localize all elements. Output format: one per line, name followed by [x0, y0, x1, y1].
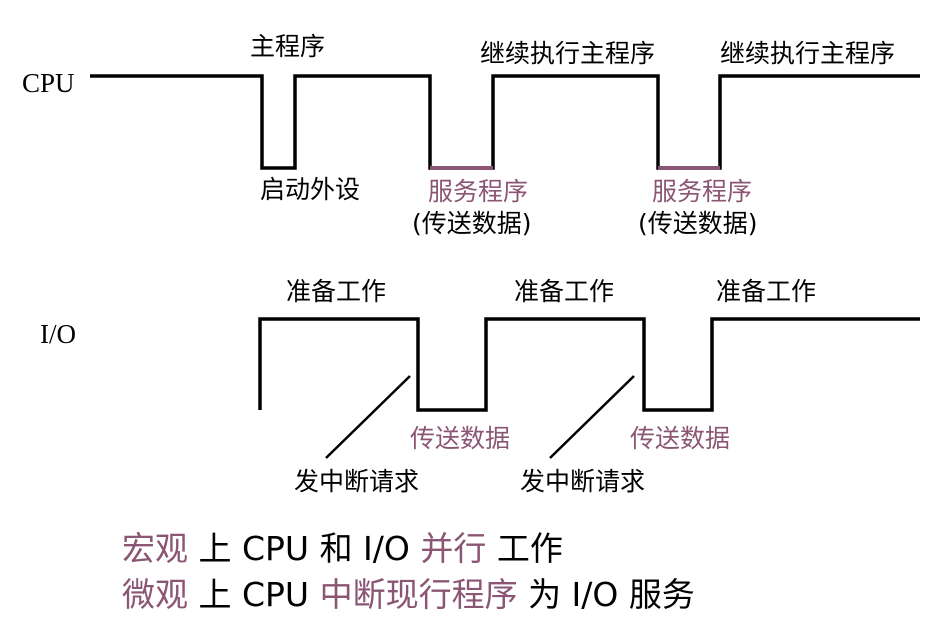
io-interrupt-label-2: 发中断请求 — [520, 467, 645, 496]
cpu-main-program-label: 主程序 — [250, 32, 325, 61]
summary-line-2: 微观 上 CPU 中断现行程序 为 I/O 服务 — [122, 575, 695, 614]
summary-line-1-part-3: 并行 — [420, 529, 486, 568]
interrupt-pointer-2 — [549, 375, 635, 459]
cpu-start-device-label: 启动外设 — [260, 175, 360, 204]
cpu-service-sub-label-1: (传送数据) — [412, 209, 532, 238]
summary-line-2-part-1: 微观 — [122, 575, 188, 614]
io-row-label: I/O — [40, 319, 76, 349]
cpu-row-label: CPU — [22, 68, 75, 98]
io-prepare-label-3: 准备工作 — [716, 277, 816, 306]
io-interrupt-label-1: 发中断请求 — [294, 467, 419, 496]
cpu-continue-main-label-1: 继续执行主程序 — [480, 39, 655, 68]
summary-line-2-part-3: 中断现行程序 — [320, 575, 518, 614]
cpu-service-label-2: 服务程序 — [652, 177, 752, 206]
summary-line-2-part-4: 为 I/O 服务 — [518, 575, 695, 614]
summary-line-1: 宏观 上 CPU 和 I/O 并行 工作 — [122, 529, 563, 568]
interrupt-pointer-1 — [325, 375, 411, 459]
cpu-service-label-1: 服务程序 — [428, 177, 528, 206]
io-transfer-label-2: 传送数据 — [630, 424, 730, 453]
io-prepare-label-1: 准备工作 — [286, 277, 386, 306]
summary-line-1-part-1: 宏观 — [122, 529, 188, 568]
cpu-continue-main-label-2: 继续执行主程序 — [720, 39, 895, 68]
summary-line-1-part-4: 工作 — [486, 529, 563, 568]
io-prepare-label-2: 准备工作 — [514, 277, 614, 306]
summary-line-2-part-2: 上 CPU — [188, 575, 320, 614]
cpu-service-sub-label-2: (传送数据) — [638, 209, 758, 238]
summary-line-1-part-2: 上 CPU 和 I/O — [188, 529, 420, 568]
cpu-waveform — [90, 74, 920, 170]
io-waveform — [258, 317, 920, 412]
io-transfer-label-1: 传送数据 — [410, 424, 510, 453]
